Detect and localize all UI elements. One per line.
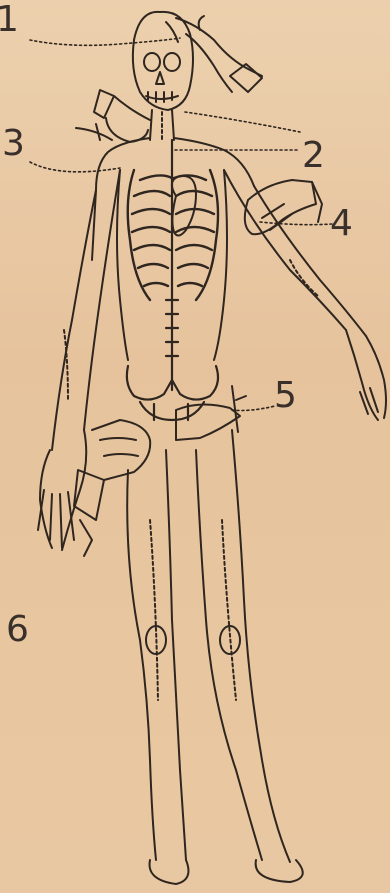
- arm-left: [38, 170, 120, 550]
- leader-line-2: [185, 112, 300, 132]
- label-2: 2: [302, 138, 325, 174]
- label-6: 6: [6, 612, 29, 648]
- leader-line-5: [232, 406, 275, 411]
- hand-neck-icon: [76, 90, 150, 142]
- neck: [150, 110, 174, 142]
- hand-head-icon: [176, 16, 262, 92]
- legs: [127, 430, 303, 884]
- label-1: 1: [0, 2, 19, 38]
- leader-lines: [30, 38, 332, 411]
- leader-line-1: [30, 38, 180, 45]
- label-4: 4: [330, 206, 353, 242]
- label-3: 3: [2, 126, 25, 162]
- head: [133, 12, 193, 110]
- leader-line-3: [30, 162, 120, 172]
- label-5: 5: [274, 378, 297, 414]
- leader-line-4: [260, 222, 332, 225]
